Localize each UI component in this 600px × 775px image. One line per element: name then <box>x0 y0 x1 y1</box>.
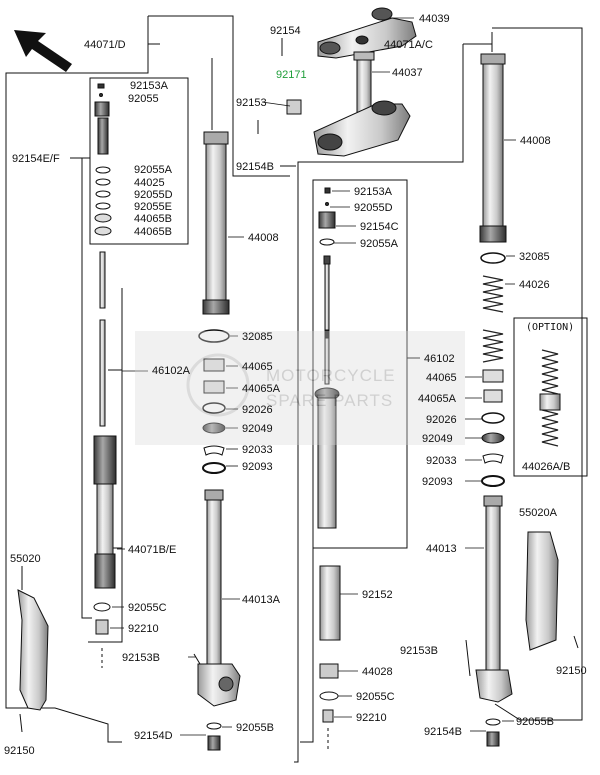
watermark: MOTORCYCLE SPARE PARTS <box>135 331 465 445</box>
label-92055c-mid: 92055C <box>356 691 395 703</box>
label-92153b-left: 92153B <box>122 652 160 664</box>
frame-lines <box>5 15 588 763</box>
middle-cartridge <box>314 187 341 752</box>
watermark-line2: SPARE PARTS <box>266 391 393 410</box>
label-44071ac: 44071A/C <box>384 39 433 51</box>
label-92150-right: 92150 <box>556 665 587 677</box>
label-92055d-left: 92055D <box>134 189 173 201</box>
label-44013a: 44013A <box>242 594 281 606</box>
label-92055b-left: 92055B <box>236 722 274 734</box>
label-92154ef: 92154E/F <box>12 153 60 165</box>
label-92153-top: 92153 <box>236 97 267 109</box>
label-44039: 44039 <box>419 13 450 25</box>
label-92049-mid: 92049 <box>242 423 273 435</box>
label-92154c: 92154C <box>360 221 399 233</box>
label-92033-mid: 92033 <box>242 444 273 456</box>
label-92055a-left: 92055A <box>134 164 173 176</box>
label-44065a-mid: 44065A <box>242 383 281 395</box>
label-44008-right: 44008 <box>520 135 551 147</box>
label-92055e: 92055E <box>134 201 172 213</box>
label-55020: 55020 <box>10 553 41 565</box>
label-44028: 44028 <box>362 666 393 678</box>
label-92152: 92152 <box>362 589 393 601</box>
label-44026ab: 44026A/B <box>522 461 570 473</box>
label-44026: 44026 <box>519 279 550 291</box>
label-92154-top: 92154 <box>270 25 301 37</box>
label-92055c-left: 92055C <box>128 602 167 614</box>
label-44013: 44013 <box>426 543 457 555</box>
triple-clamp-assembly <box>257 7 417 167</box>
label-92154d: 92154D <box>134 730 173 742</box>
label-44071d: 44071/D <box>84 39 126 51</box>
label-92055-left: 92055 <box>128 93 159 105</box>
left-fork-leg <box>193 58 241 751</box>
label-44065b-2: 44065B <box>134 226 172 238</box>
label-92210-mid: 92210 <box>356 712 387 724</box>
label-44071be: 44071B/E <box>128 544 176 556</box>
label-92055a-mid: 92055A <box>360 238 399 250</box>
label-92153b-right: 92153B <box>400 645 438 657</box>
label-92153a-mid: 92153A <box>354 186 393 198</box>
label-92150-left: 92150 <box>4 745 35 757</box>
label-92210-left: 92210 <box>128 623 159 635</box>
label-92055d-mid: 92055D <box>354 202 393 214</box>
label-92171: 92171 <box>276 69 307 81</box>
label-92153a-left: 92153A <box>130 80 169 92</box>
option-spring <box>539 349 561 447</box>
label-44008-mid: 44008 <box>248 232 279 244</box>
direction-arrow-icon <box>14 30 72 72</box>
label-92093-mid: 92093 <box>242 461 273 473</box>
part-labels: 44071/D 92154 92171 44039 44071A/C 44037… <box>4 13 587 757</box>
label-44037: 44037 <box>392 67 423 79</box>
leader-lines <box>110 17 516 736</box>
label-92154b-top: 92154B <box>236 161 274 173</box>
label-92026-right: 92026 <box>426 414 457 426</box>
label-92049-right: 92049 <box>422 433 453 445</box>
label-92093-right: 92093 <box>422 476 453 488</box>
label-44065-mid: 44065 <box>242 361 273 373</box>
label-92033-right: 92033 <box>426 455 457 467</box>
left-fork-guard <box>17 589 49 733</box>
label-92026-mid: 92026 <box>242 404 273 416</box>
option-box-title: (OPTION) <box>526 322 574 333</box>
left-valve-parts <box>93 83 117 668</box>
label-44065-right: 44065 <box>426 372 457 384</box>
watermark-line1: MOTORCYCLE <box>266 366 396 385</box>
label-44065b: 44065B <box>134 213 172 225</box>
label-44065a-right: 44065A <box>418 393 457 405</box>
label-32085-mid: 32085 <box>242 331 273 343</box>
right-fork-leg <box>465 32 513 747</box>
label-44025: 44025 <box>134 177 165 189</box>
label-46102: 46102 <box>424 353 455 365</box>
label-55020a: 55020A <box>519 507 558 519</box>
label-92154b-right: 92154B <box>424 726 462 738</box>
label-92055b-right: 92055B <box>516 716 554 728</box>
label-46102a: 46102A <box>152 365 191 377</box>
right-fork-guard <box>525 531 579 651</box>
label-32085-right: 32085 <box>519 251 550 263</box>
